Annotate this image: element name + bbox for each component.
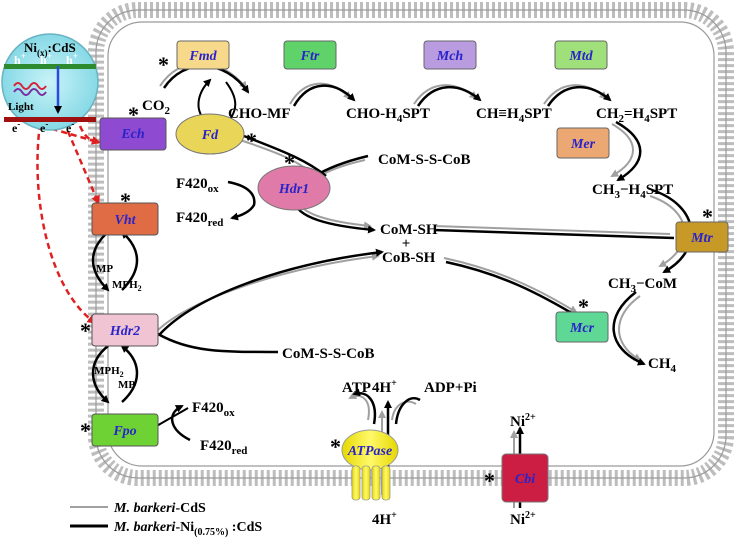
com-s-s-cob-bottom: CoM-S-S-CoB [282,346,375,362]
svg-text:Hdr1: Hdr1 [278,182,309,197]
hole-3: h+ [66,51,78,67]
svg-text:*: * [246,128,257,153]
mch-box: Mch [423,40,477,70]
nanoparticle-title: Ni(x):CdS [24,40,76,58]
svg-text:Mch: Mch [436,49,464,64]
ch2-h4spt-label: CH2=H4SPT [596,106,677,125]
valence-band [4,64,96,69]
ni-bottom: Ni2+ [510,510,536,528]
svg-text:Ftr: Ftr [300,49,320,64]
h-plus-bottom: 4H+ [372,510,397,528]
fpo-box: Fpo [91,413,159,447]
mtd-box: Mtd [554,40,608,70]
legend-label-cds: M. barkeri-CdS [113,501,206,516]
ni-cds-nanoparticle: Ni(x):CdS h+ h+ h+ Light e- e- e- [1,33,99,135]
significance-stars: * * * * * * * * * * * [80,52,713,493]
conduction-band [4,117,96,122]
metabolite-labels: CO2 CHO-MF CHO-H4SPT CH≡H4SPT CH2=H4SPT … [94,98,677,528]
mph2-top: MPH2 [112,279,142,293]
ni-top: Ni2+ [510,412,536,430]
svg-text:Mtd: Mtd [568,49,593,64]
cho-h4spt-label: CHO-H4SPT [346,106,430,125]
svg-text:*: * [80,318,91,343]
pathway-arrows [36,62,693,508]
atp-label: ATP [342,380,371,396]
svg-text:*: * [330,434,341,459]
electron-1: e- [12,119,20,135]
svg-text:*: * [120,188,131,213]
electron-3: e- [66,119,74,135]
light-label: Light [8,101,34,113]
svg-text:Mer: Mer [570,137,596,152]
fd-ellipse: Fd [175,113,245,155]
plus-label: + [402,236,411,252]
svg-text:*: * [128,102,139,127]
electron-2: e- [40,119,48,135]
f420-ox-hdr1: F420ox [176,176,219,195]
hole-1: h+ [14,51,26,67]
svg-text:Vht: Vht [114,213,136,228]
svg-text:*: * [158,52,169,77]
hole-2: h+ [40,51,52,67]
svg-text:*: * [702,204,713,229]
legend: M. barkeri-CdS M. barkeri-Ni(0.75%) :CdS [70,501,262,538]
ch3-com-label: CH3−CoM [608,276,677,295]
svg-text:*: * [578,294,589,319]
ech-box: Ech [99,117,167,151]
com-s-s-cob-top: CoM-S-S-CoB [378,152,471,168]
svg-text:Mtr: Mtr [690,231,713,246]
svg-text:Fpo: Fpo [112,424,136,439]
ch-h4spt-label: CH≡H4SPT [476,106,552,125]
mcr-box: Mcr [555,311,609,343]
svg-text:ATPase: ATPase [347,444,392,459]
adp-pi-label: ADP+Pi [424,380,477,396]
mtr-box: Mtr [675,221,729,253]
svg-text:*: * [484,468,495,493]
co2-label: CO2 [142,98,171,117]
svg-text:Mcr: Mcr [569,321,595,336]
svg-text:Hdr2: Hdr2 [109,324,140,339]
ch3-h4spt-label: CH3−H4SPT [592,182,673,201]
svg-text:*: * [80,418,91,443]
legend-label-ni-cds: M. barkeri-Ni(0.75%) :CdS [113,520,262,538]
vht-box: Vht [91,202,159,236]
mp-top: MP [96,263,113,275]
atpase-complex: ATPase [341,429,399,501]
ch4-label: CH4 [648,356,677,375]
f420-ox-fpo: F420ox [192,400,235,419]
hdr2-box: Hdr2 [91,313,159,347]
mer-box: Mer [556,127,610,159]
mph2-bottom: MPH2 [94,365,124,379]
cho-mf-label: CHO-MF [228,106,290,122]
mp-bottom: MP [118,379,135,391]
hdr1-ellipse: Hdr1 [257,165,331,211]
svg-text:Cbi: Cbi [515,472,535,487]
fmd-box: Fmd [176,40,230,70]
cell-membrane [88,2,734,486]
com-sh-label: CoM-SH [380,222,438,238]
cob-sh-label: CoB-SH [382,250,436,266]
h-plus-top: 4H+ [372,378,397,396]
f420-red-hdr1: F420red [176,210,223,229]
cbi-box: Cbi [501,453,549,503]
svg-text:Fd: Fd [201,128,219,143]
light-wave [13,82,47,90]
svg-text:Fmd: Fmd [188,49,217,64]
f420-red-fpo: F420red [200,438,247,457]
ftr-box: Ftr [283,40,337,70]
svg-text:Ech: Ech [120,127,145,142]
svg-text:*: * [284,150,295,175]
